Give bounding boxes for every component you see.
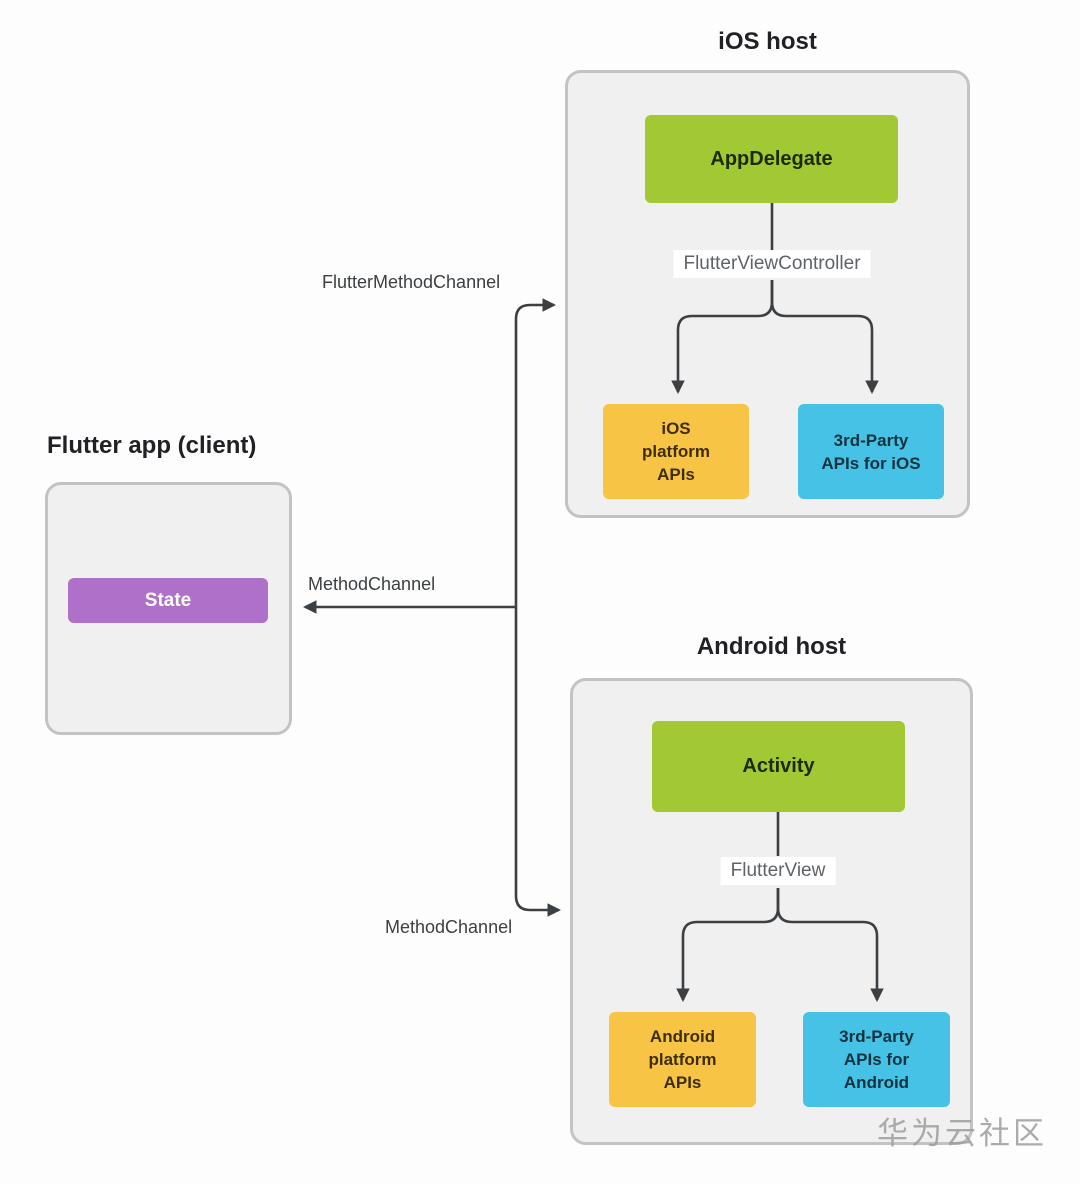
method-channel-upper-label: MethodChannel [308,574,436,594]
ios-platform-apis-node: iOS platform APIs [603,404,749,499]
state-node: State [68,578,268,623]
flutter-view-controller-label: FlutterViewController [673,250,871,278]
flutter-view-label: FlutterView [720,857,836,885]
flutter-app-title: Flutter app (client) [47,432,257,459]
ios-host-title: iOS host [718,28,817,55]
android-host-title: Android host [696,633,847,660]
flutter-method-channel-label: FlutterMethodChannel [322,272,501,292]
third-party-apis-android-node: 3rd-Party APIs for Android [803,1012,950,1107]
android-platform-apis-node: Android platform APIs [609,1012,756,1107]
activity-node: Activity [652,721,905,812]
appdelegate-node: AppDelegate [645,115,898,203]
third-party-apis-ios-node: 3rd-Party APIs for iOS [798,404,944,499]
huawei-cloud-watermark: 华为云社区 [877,1116,1047,1151]
method-channel-lower-label: MethodChannel [385,917,513,937]
